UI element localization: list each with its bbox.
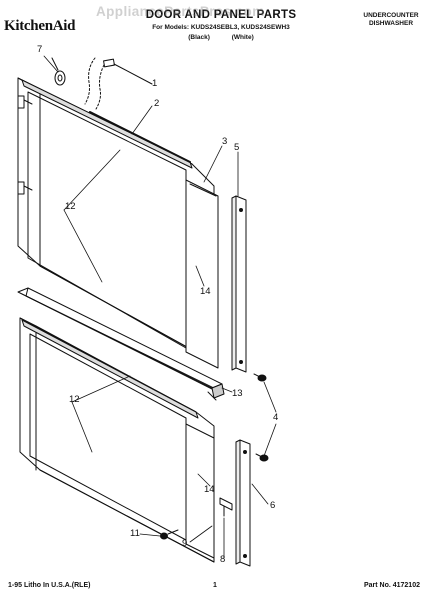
callout-12-upper: 12 — [65, 201, 76, 212]
callout-14-upper: 14 — [200, 286, 211, 297]
model-numbers: For Models: KUDS24SEBL3, KUDS24SEWH3 — [152, 24, 290, 31]
category-line-2: DISHWASHER — [368, 20, 414, 27]
part-3-panel-lower — [185, 423, 215, 559]
callout-13: 13 — [232, 388, 243, 399]
part-8-bracket — [219, 497, 233, 517]
page-title: DOOR AND PANEL PARTS — [145, 9, 297, 21]
color-black-label: (Black) — [188, 34, 210, 41]
color-white-label: (White) — [231, 34, 254, 41]
callout-3: 3 — [222, 136, 228, 147]
litho-note: 1-95 Litho In U.S.A.(RLE) — [8, 582, 91, 589]
category-line-1: UNDERCOUNTER — [363, 12, 419, 19]
part-1-screw-top — [84, 57, 153, 110]
part-11-screw — [160, 529, 179, 540]
callout-9: 9 — [182, 538, 188, 549]
leader-lines — [43, 55, 277, 559]
callout-1-top: 1 — [152, 78, 158, 89]
part-6-trim-lower — [235, 439, 251, 567]
callout-5: 5 — [234, 142, 240, 153]
part-4-screws — [253, 373, 269, 462]
watermark-text: AppliancePartsPros.com — [96, 4, 265, 19]
callout-6: 6 — [270, 500, 276, 511]
callout-2: 2 — [154, 98, 160, 109]
callout-12-lower: 12 — [69, 394, 80, 405]
callout-7: 7 — [37, 44, 43, 55]
callout-4: 4 — [273, 412, 279, 423]
part-3-panel-upper — [185, 179, 219, 369]
part-7-bumper — [51, 57, 66, 86]
upper-door-panel — [17, 77, 215, 363]
part-5-trim-upper — [231, 195, 247, 373]
lower-door-panel — [19, 317, 215, 563]
part-13-trim-strip — [17, 287, 225, 401]
callout-8: 8 — [220, 554, 226, 565]
brand-logo: KitchenAid — [4, 18, 76, 34]
page-number: 1 — [213, 582, 217, 589]
callout-11: 11 — [130, 528, 140, 539]
appliance-category: UNDERCOUNTER DISHWASHER — [352, 12, 430, 28]
part-number: Part No. 4172102 — [363, 582, 420, 589]
callout-14-lower: 14 — [204, 484, 215, 495]
model-colors: (Black) (White) — [128, 34, 314, 41]
